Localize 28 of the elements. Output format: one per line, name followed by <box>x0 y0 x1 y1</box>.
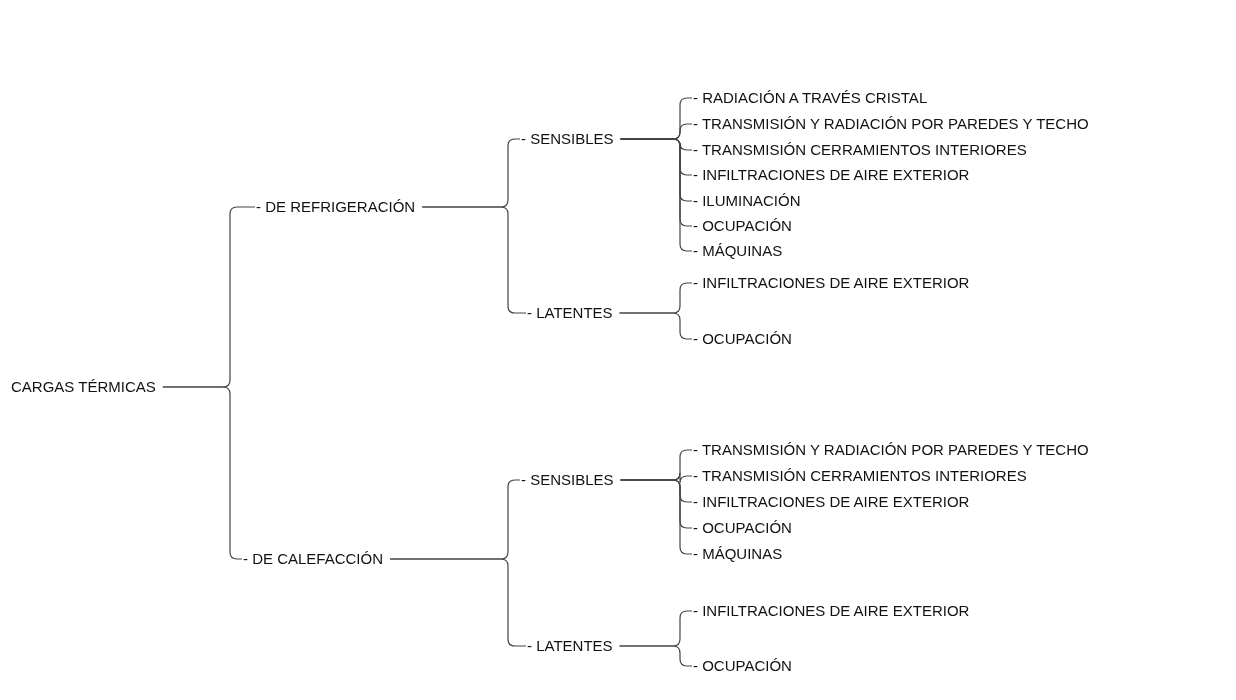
brace-connector <box>421 206 527 314</box>
tree-label: - SENSIBLES <box>520 471 615 489</box>
tree-label: CARGAS TÉRMICAS <box>10 378 157 396</box>
brace-connector <box>619 479 693 555</box>
brace-connector <box>619 645 693 667</box>
tree-label: - MÁQUINAS <box>692 242 784 260</box>
tree-label: - ILUMINACIÓN <box>692 192 802 210</box>
tree-label: - TRANSMISIÓN CERRAMIENTOS INTERIORES <box>692 141 1028 159</box>
brace-connector <box>389 558 527 647</box>
tree-label: - OCUPACIÓN <box>692 217 793 235</box>
tree-label: - DE REFRIGERACIÓN <box>255 198 417 216</box>
tree-label: - OCUPACIÓN <box>692 330 793 348</box>
tree-label: - LATENTES <box>526 637 614 655</box>
tree-label: - MÁQUINAS <box>692 545 784 563</box>
tree-label: - INFILTRACIONES DE AIRE EXTERIOR <box>692 602 971 620</box>
tree-label: - TRANSMISIÓN Y RADIACIÓN POR PAREDES Y TECHO <box>692 115 1090 133</box>
brace-connector <box>619 138 693 252</box>
tree-label: - INFILTRACIONES DE AIRE EXTERIOR <box>692 274 971 292</box>
tree-label: - TRANSMISIÓN CERRAMIENTOS INTERIORES <box>692 467 1028 485</box>
tree-label: - DE CALEFACCIÓN <box>242 550 385 568</box>
tree-label: - INFILTRACIONES DE AIRE EXTERIOR <box>692 166 971 184</box>
tree-label: - OCUPACIÓN <box>692 519 793 537</box>
tree-label: - TRANSMISIÓN Y RADIACIÓN POR PAREDES Y TECHO <box>692 441 1090 459</box>
tree-label: - INFILTRACIONES DE AIRE EXTERIOR <box>692 493 971 511</box>
tree-label: - RADIACIÓN A TRAVÉS CRISTAL <box>692 89 929 107</box>
tree-label: - SENSIBLES <box>520 130 615 148</box>
tree-label: - LATENTES <box>526 304 614 322</box>
tree-label: - OCUPACIÓN <box>692 657 793 675</box>
